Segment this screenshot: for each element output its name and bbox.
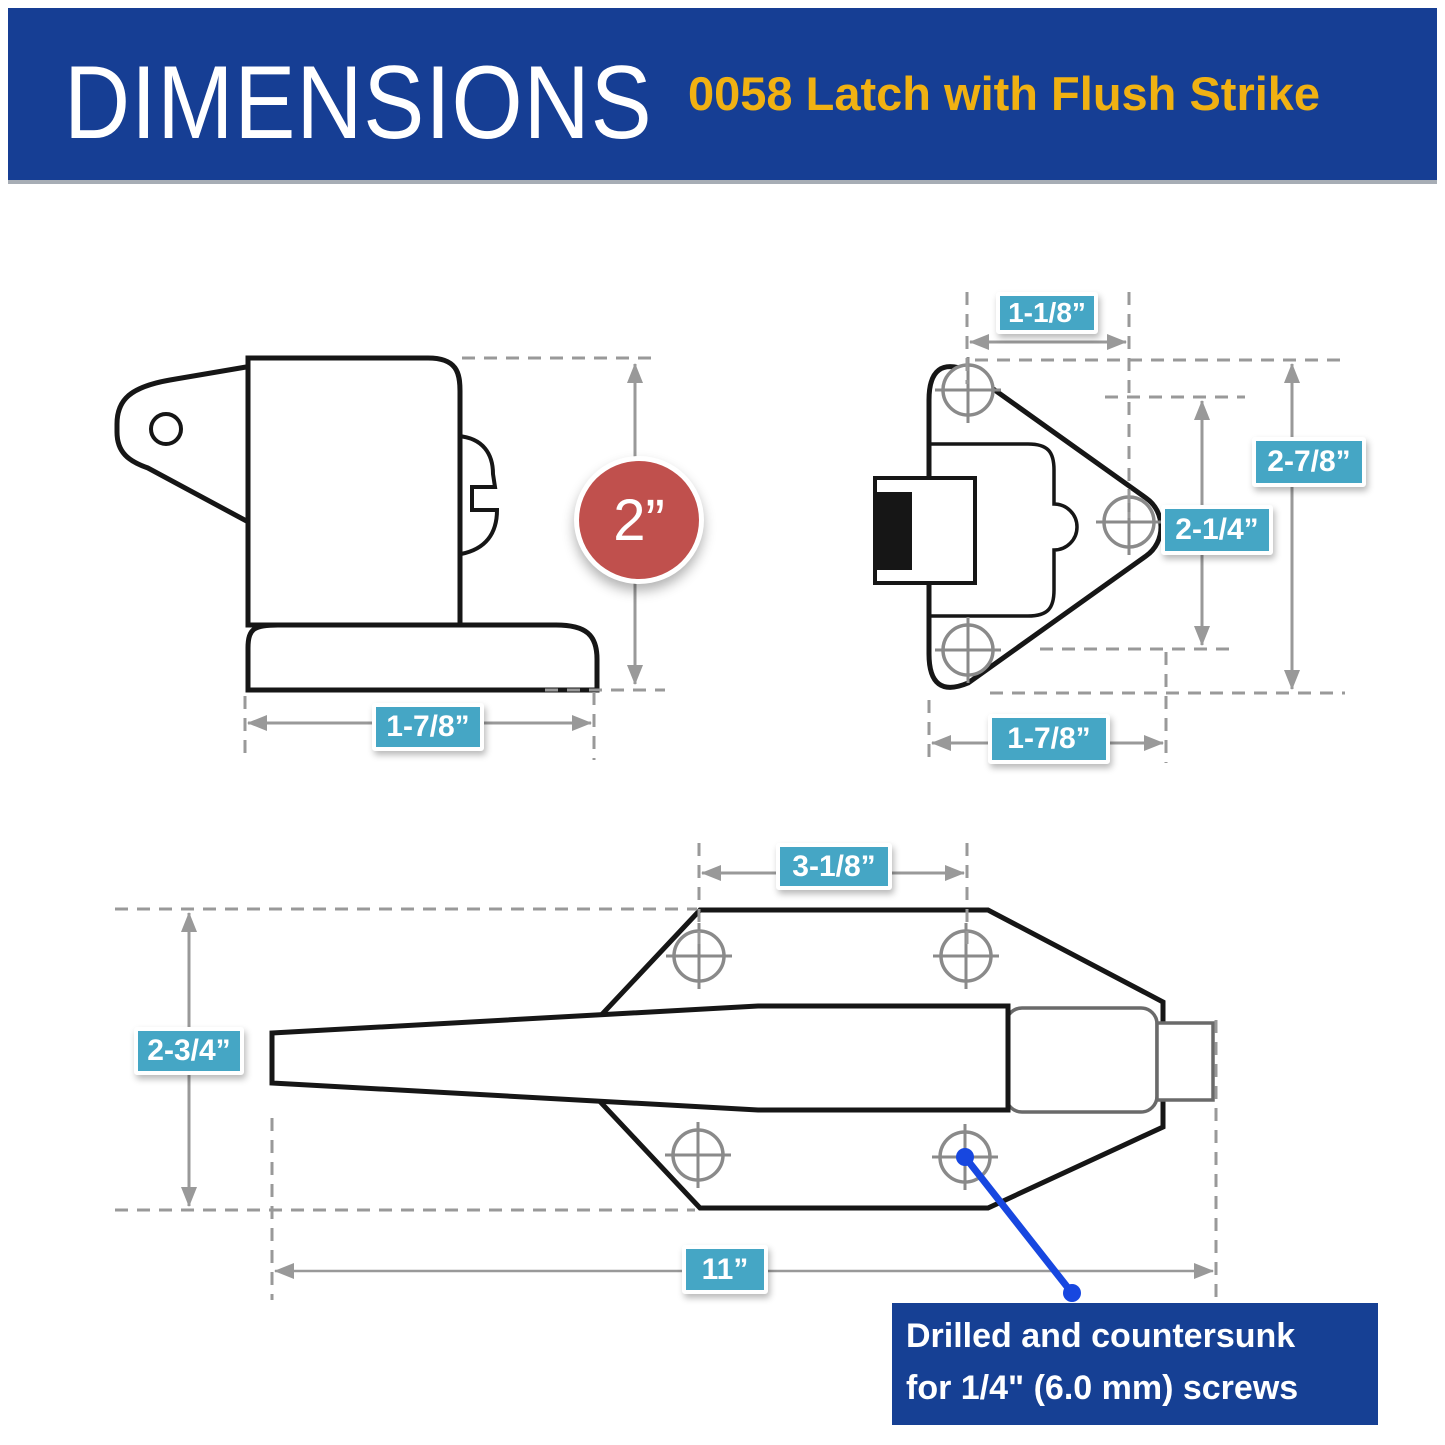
front-height-dimension [975,358,1345,695]
header-banner [8,8,1437,180]
side-latch-detail [457,434,500,556]
plan-bolt [1155,1021,1215,1102]
plan-length-label: 11” [682,1245,768,1294]
plan-hole-spacing-label: 3-1/8” [776,843,892,890]
front-width-label: 1-7/8” [988,714,1110,764]
front-hole-height-label: 2-1/4” [1161,505,1273,555]
plan-housing [1004,1006,1159,1114]
note-line-2: for 1/4" (6.0 mm) screws [906,1368,1299,1407]
front-height-label: 2-7/8” [1252,437,1366,487]
front-bolt-black-face [877,492,912,570]
height-badge: 2” [574,456,704,584]
front-recess [930,442,1079,618]
note-line-1: Drilled and countersunk [906,1317,1296,1355]
plan-height-label: 2-3/4” [134,1027,244,1075]
side-width-label: 1-7/8” [372,703,484,751]
front-view-drawing [873,292,1345,763]
banner-divider [8,180,1437,184]
front-hole-spacing-label: 1-1/8” [996,292,1098,334]
front-plate [926,364,1164,690]
plan-view-drawing [115,843,1218,1302]
countersunk-note: Drilled and countersunk for 1/4" (6.0 mm… [892,1303,1378,1425]
product-subtitle: 0058 Latch with Flush Strike [688,67,1321,120]
front-hole-spacing-dimension [965,292,1131,518]
side-tab-hole-icon [149,412,183,446]
plan-handle [269,1003,1011,1113]
side-view-drawing [114,355,665,760]
side-body [245,355,463,628]
side-tab [114,363,255,529]
side-base [245,622,600,693]
screw-callout-line [956,1148,1081,1302]
page-title: DIMENSIONS [64,45,653,161]
